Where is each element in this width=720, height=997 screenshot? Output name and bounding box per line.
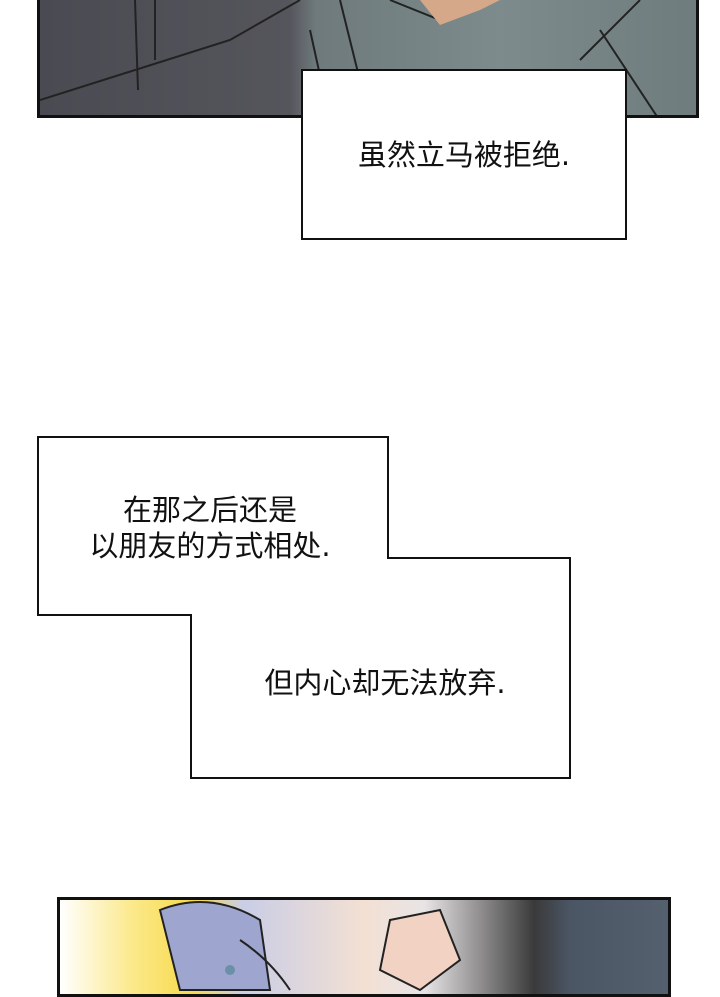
caption-text-2a: 在那之后还是 <box>122 493 297 527</box>
comic-panel-bottom <box>57 897 671 997</box>
caption-text-3: 但内心却无法放弃. <box>264 666 506 700</box>
caption-text-2b: 以朋友的方式相处. <box>89 529 331 563</box>
caption-box-1: 虽然立马被拒绝. <box>301 69 627 240</box>
character-art <box>158 901 462 992</box>
caption-text-1: 虽然立马被拒绝. <box>357 137 571 172</box>
